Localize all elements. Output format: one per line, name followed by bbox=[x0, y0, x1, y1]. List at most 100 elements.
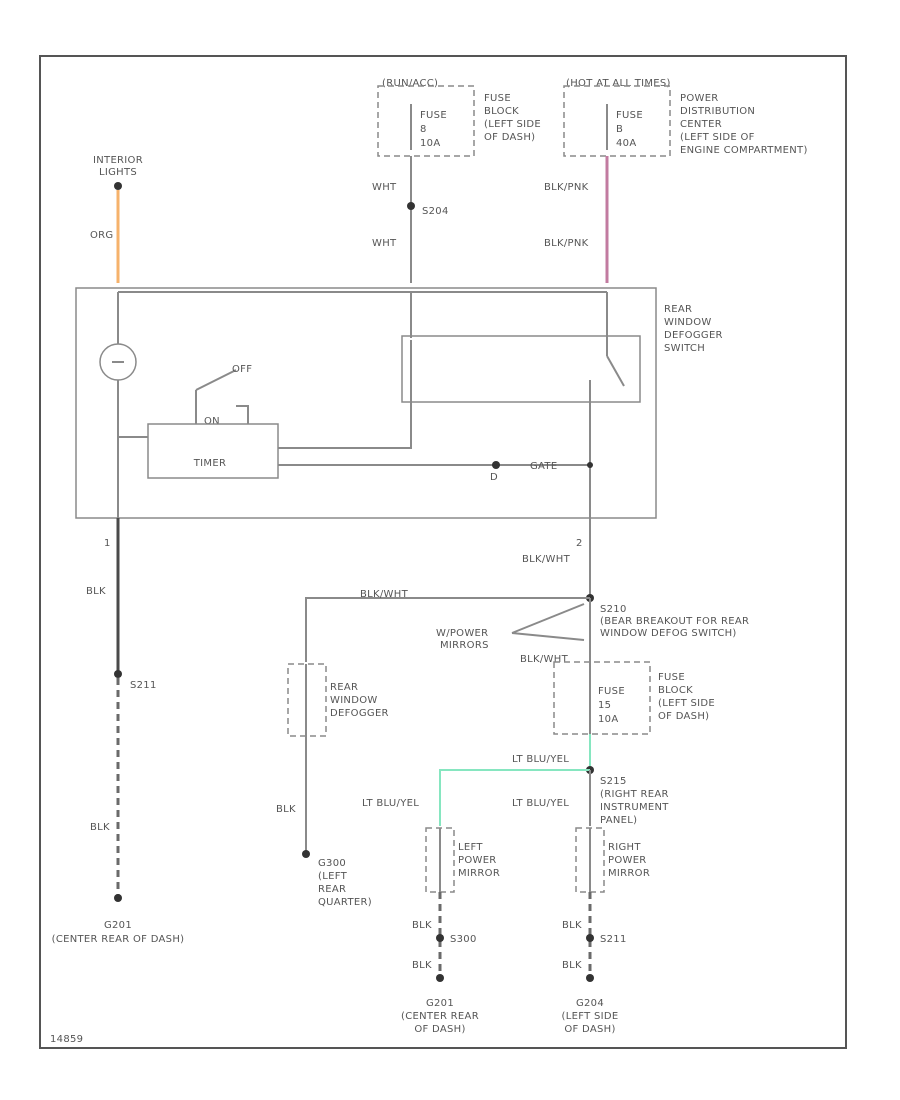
hot-at-all-times-label: (HOT AT ALL TIMES) bbox=[566, 78, 671, 89]
switch-label-2: WINDOW bbox=[664, 317, 712, 328]
fuse-block-label-3: (LEFT SIDE bbox=[484, 119, 541, 130]
fuse-8-box bbox=[377, 85, 475, 157]
g201-ground-mid bbox=[436, 974, 444, 982]
lt-blu-yel-to-left-mirror bbox=[439, 769, 590, 826]
blk-wht-to-defogger bbox=[305, 597, 590, 662]
s210-label-2: (BEAR BREAKOUT FOR REAR bbox=[600, 616, 749, 627]
g204-label-3: OF DASH) bbox=[564, 1024, 615, 1035]
blk-wht-fuse15-label: BLK/WHT bbox=[520, 654, 569, 665]
s215-label-2: (RIGHT REAR bbox=[600, 789, 669, 800]
g204-label-2: (LEFT SIDE bbox=[562, 1011, 619, 1022]
w-power-mirrors-label-1: W/POWER bbox=[436, 628, 488, 639]
timer-label: TIMER bbox=[193, 458, 226, 469]
g201-left-label-1: G201 bbox=[104, 920, 132, 931]
s300-splice bbox=[436, 934, 444, 942]
fuse-block2-label-4: OF DASH) bbox=[658, 711, 709, 722]
blk-wht-label-2: BLK/WHT bbox=[360, 589, 409, 600]
fuse-15-label-2: 15 bbox=[598, 700, 611, 711]
diagram-code: 14859 bbox=[50, 1034, 83, 1045]
fuse-15-label-3: 10A bbox=[598, 714, 618, 725]
power-dist-label-3: CENTER bbox=[680, 119, 722, 130]
fuse-b-label-1: FUSE bbox=[616, 110, 643, 121]
rear-window-defogger-switch-box bbox=[75, 287, 657, 519]
s215-label-1: S215 bbox=[600, 776, 627, 787]
d-label: D bbox=[490, 472, 498, 483]
s211-label: S211 bbox=[130, 680, 157, 691]
org-wire-label: ORG bbox=[90, 230, 113, 241]
fuse-block-label-1: FUSE bbox=[484, 93, 511, 104]
blk-label-7: BLK bbox=[562, 960, 582, 971]
off-switch-arm bbox=[195, 369, 237, 391]
left-mirror-label-3: MIRROR bbox=[458, 868, 500, 879]
fuse-15-label-1: FUSE bbox=[598, 686, 625, 697]
fuse-15-box bbox=[553, 661, 651, 735]
blk-label-1: BLK bbox=[86, 586, 106, 597]
fuse-8-label-1: FUSE bbox=[420, 110, 447, 121]
fuse-block2-label-3: (LEFT SIDE bbox=[658, 698, 715, 709]
on-label: ON bbox=[204, 416, 220, 427]
g201-mid-label-1: G201 bbox=[426, 998, 454, 1009]
defogger-label-1: REAR bbox=[330, 682, 358, 693]
fuse-8-label-3: 10A bbox=[420, 138, 440, 149]
left-mirror-label-1: LEFT bbox=[458, 842, 483, 853]
interior-lights-label-1: INTERIOR bbox=[93, 155, 143, 166]
blk-label-3: BLK bbox=[276, 804, 296, 815]
s210-label-1: S210 bbox=[600, 604, 627, 615]
run-acc-label: (RUN/ACC) bbox=[382, 78, 438, 89]
diagram-frame bbox=[39, 55, 847, 1049]
off-label: OFF bbox=[232, 364, 252, 375]
on-contact bbox=[236, 405, 249, 424]
blk-pnk-label-2: BLK/PNK bbox=[544, 238, 589, 249]
timer-to-relay bbox=[278, 340, 412, 449]
g201-left-label-2: (CENTER REAR OF DASH) bbox=[52, 934, 185, 945]
switch-label-1: REAR bbox=[664, 304, 692, 315]
fuse-8-label-2: 8 bbox=[420, 124, 427, 135]
right-mirror-label-2: POWER bbox=[608, 855, 647, 866]
wht-label-2: WHT bbox=[372, 238, 397, 249]
timer-box bbox=[147, 423, 279, 479]
s211b-label: S211 bbox=[600, 934, 627, 945]
pin2-label: 2 bbox=[576, 538, 583, 549]
diode-icon bbox=[492, 461, 500, 469]
g300-label-2: (LEFT bbox=[318, 871, 348, 882]
fuse-b-box bbox=[563, 85, 671, 157]
blk-wht-label-1: BLK/WHT bbox=[522, 554, 571, 565]
relay-contact-arm bbox=[606, 355, 625, 387]
g204-ground bbox=[586, 974, 594, 982]
mirrors-arrow-up bbox=[511, 603, 585, 634]
interior-lights-terminal bbox=[114, 182, 122, 190]
g201-mid-label-2: (CENTER REAR bbox=[401, 1011, 479, 1022]
right-mirror-label-1: RIGHT bbox=[608, 842, 641, 853]
gate-label: GATE bbox=[530, 461, 557, 472]
rear-window-defogger-box bbox=[287, 663, 327, 737]
relay-box bbox=[401, 335, 641, 403]
g300-label-1: G300 bbox=[318, 858, 346, 869]
s210-label-3: WINDOW DEFOG SWITCH) bbox=[600, 628, 737, 639]
g300-ground bbox=[302, 850, 310, 858]
switch-label-3: DEFOGGER bbox=[664, 330, 723, 341]
power-dist-label-4: (LEFT SIDE OF bbox=[680, 132, 755, 143]
lt-blu-yel-label-1: LT BLU/YEL bbox=[512, 754, 569, 765]
blk-label-2: BLK bbox=[90, 822, 110, 833]
wht-label-1: WHT bbox=[372, 182, 397, 193]
power-dist-label-2: DISTRIBUTION bbox=[680, 106, 755, 117]
fuse-b-label-3: 40A bbox=[616, 138, 636, 149]
s204-label: S204 bbox=[422, 206, 449, 217]
w-power-mirrors-label-2: MIRRORS bbox=[440, 640, 489, 651]
fuse-b-label-2: B bbox=[616, 124, 623, 135]
s300-label: S300 bbox=[450, 934, 477, 945]
right-mirror-label-3: MIRROR bbox=[608, 868, 650, 879]
g201-ground-left bbox=[114, 894, 122, 902]
fuse-block-label-4: OF DASH) bbox=[484, 132, 535, 143]
mirrors-arrow-down bbox=[511, 632, 585, 641]
blk-label-4: BLK bbox=[412, 920, 432, 931]
lt-blu-yel-label-3: LT BLU/YEL bbox=[512, 798, 569, 809]
g300-label-4: QUARTER) bbox=[318, 897, 372, 908]
s211b-splice bbox=[586, 934, 594, 942]
fuse-block-label-2: BLOCK bbox=[484, 106, 519, 117]
g300-label-3: REAR bbox=[318, 884, 346, 895]
blk-label-5: BLK bbox=[562, 920, 582, 931]
s211-splice bbox=[114, 670, 122, 678]
switch-label-4: SWITCH bbox=[664, 343, 705, 354]
